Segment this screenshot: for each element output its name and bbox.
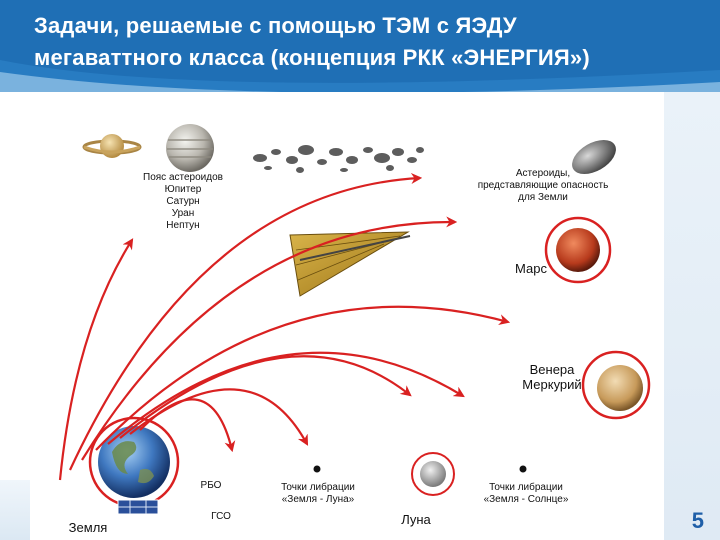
trajectory-to-asteroids [69, 172, 423, 471]
venus-icon [581, 350, 651, 420]
moon-label: Луна [401, 512, 431, 527]
mars-icon [544, 216, 612, 284]
asteroids-label: Астероиды, представляющие опасность для … [458, 168, 628, 204]
header-decoration [0, 60, 720, 92]
asteroids-label-line-1: Астероиды, [515, 168, 571, 179]
label-asteroid-belt: Пояс астероидов [143, 172, 223, 183]
asteroids-label-line-2: представляющие опасность [477, 180, 609, 191]
libration-point-earth-moon [313, 465, 321, 473]
label-jupiter: Юпитер [164, 184, 202, 195]
libration-earth-moon-line-2: «Земля - Луна» [281, 494, 355, 505]
trajectory-to-moon [119, 355, 412, 439]
libration-earth-sun-line-2: «Земля - Солнце» [483, 494, 569, 505]
label-venus: Венера [529, 362, 575, 377]
label-neptune: Нептун [166, 220, 200, 231]
moon-icon [411, 452, 455, 496]
trajectory-to-outer-planets [58, 238, 134, 481]
libration-earth-sun-label: Точки либрации «Земля - Солнце» [468, 482, 584, 506]
space-station-icon [117, 499, 159, 515]
rbo-label: РБО [200, 480, 222, 491]
libration-earth-sun-line-1: Точки либрации [489, 482, 563, 493]
asteroid-belt-icon [253, 145, 424, 173]
libration-earth-moon-line-1: Точки либрации [281, 482, 355, 493]
mars-label: Марс [515, 261, 547, 276]
outer-planets-label: Пояс астероидов Юпитер Сатурн Уран Непту… [128, 172, 238, 232]
trajectory-to-gso [139, 398, 236, 453]
saturn-icon [82, 134, 142, 158]
title-line-2: мегаваттного класса (концепция РКК «ЭНЕР… [34, 45, 590, 70]
left-background-strip [0, 480, 30, 540]
jupiter-icon [166, 124, 214, 172]
trajectory-to-venus [107, 351, 465, 445]
trajectory-to-mars [81, 216, 458, 461]
spacecraft-icon [289, 231, 411, 297]
libration-point-earth-sun [519, 465, 527, 473]
slide-header: Задачи, решаемые с помощью ТЭМ с ЯЭДУ ме… [0, 0, 720, 92]
trajectory-arrows [58, 172, 511, 481]
trajectory-to-deep-space [95, 305, 511, 451]
gso-label: ГСО [211, 511, 231, 522]
page-number: 5 [691, 508, 704, 533]
venus-mercury-label: Венера Меркурий [510, 362, 594, 392]
earth-label: Земля [68, 520, 108, 535]
label-uranus: Уран [171, 208, 195, 219]
slide-title: Задачи, решаемые с помощью ТЭМ с ЯЭДУ ме… [34, 10, 694, 74]
label-mercury: Меркурий [522, 377, 582, 392]
title-line-1: Задачи, решаемые с помощью ТЭМ с ЯЭДУ [34, 13, 517, 38]
asteroids-label-line-3: для Земли [518, 192, 568, 203]
libration-earth-moon-label: Точки либрации «Земля - Луна» [262, 482, 374, 506]
label-saturn: Сатурн [166, 196, 200, 207]
right-background-strip [664, 92, 720, 540]
asteroid-icon [572, 139, 616, 175]
